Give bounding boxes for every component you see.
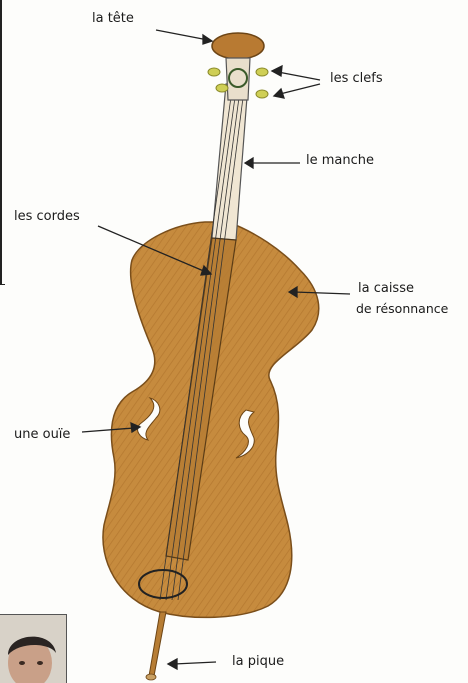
arrow-pique [174, 662, 216, 664]
arrow-clefs-1 [278, 72, 320, 80]
arrow-tete [156, 30, 208, 40]
label-cordes: les cordes [14, 208, 80, 225]
endpin-tip [146, 674, 156, 680]
arrow-clefs-2 [280, 84, 320, 94]
label-clefs: les clefs [330, 70, 383, 87]
arrowhead-tete [203, 35, 212, 44]
label-manche: le manche [306, 152, 374, 169]
label-caisse-line2: de résonnance [356, 300, 448, 317]
label-caisse-line1: la caisse [358, 280, 414, 297]
endpin [149, 612, 166, 676]
person-photo-thumbnail [0, 614, 67, 683]
arrowhead-pique [168, 659, 177, 669]
label-tete: la tête [92, 10, 134, 27]
label-ouie: une ouïe [14, 426, 70, 443]
arrowhead-clefs-1 [272, 66, 282, 76]
arrowhead-manche [245, 158, 253, 168]
arrowhead-clefs-2 [274, 89, 284, 98]
cello-scroll [212, 33, 264, 59]
person-photo-icon [0, 615, 66, 683]
label-pique: la pique [232, 653, 284, 670]
